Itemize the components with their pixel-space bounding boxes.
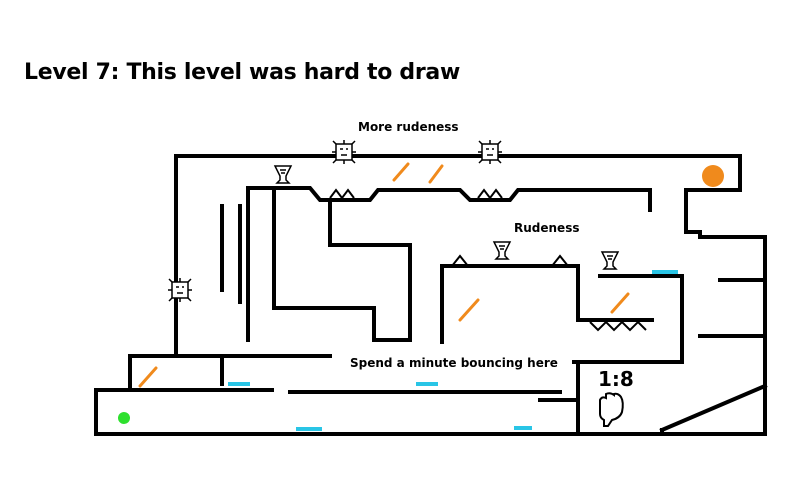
l-block bbox=[272, 188, 412, 342]
ramps bbox=[138, 162, 630, 388]
top-wall bbox=[94, 154, 767, 436]
spike-row-2 bbox=[477, 188, 503, 200]
spike-row-5 bbox=[589, 320, 647, 332]
trophy-icon bbox=[273, 165, 293, 184]
spiked-square-icon bbox=[478, 140, 502, 164]
annotation-bouncing: Spend a minute bouncing here bbox=[350, 356, 558, 370]
spikes bbox=[329, 188, 647, 332]
trophies bbox=[273, 165, 620, 270]
ramp-2 bbox=[428, 164, 444, 184]
trophy-icon bbox=[600, 251, 620, 270]
ramp-5 bbox=[138, 366, 158, 388]
spiked-square-icon bbox=[168, 278, 192, 302]
spike-row-3 bbox=[451, 254, 469, 267]
spike-row-4 bbox=[551, 254, 569, 267]
goal-ball-icon bbox=[702, 165, 724, 187]
ramp-4 bbox=[610, 292, 630, 314]
walls bbox=[94, 154, 768, 436]
ramp-1 bbox=[392, 162, 410, 182]
timer: 1:8 bbox=[598, 367, 634, 391]
exit-ramp bbox=[659, 383, 768, 433]
bounce-pads bbox=[228, 270, 678, 431]
spike-row-1 bbox=[329, 188, 355, 200]
upper-ledge bbox=[246, 186, 652, 212]
mines bbox=[168, 140, 502, 302]
ramp-3 bbox=[458, 298, 480, 322]
trophy-icon bbox=[492, 241, 512, 260]
glove-icon bbox=[599, 392, 624, 427]
player-ball-icon bbox=[118, 412, 130, 424]
spiked-square-icon bbox=[332, 140, 356, 164]
annotation-more-rudeness: More rudeness bbox=[358, 120, 459, 134]
level-title: Level 7: This level was hard to draw bbox=[24, 60, 461, 85]
annotation-rudeness: Rudeness bbox=[514, 221, 580, 235]
